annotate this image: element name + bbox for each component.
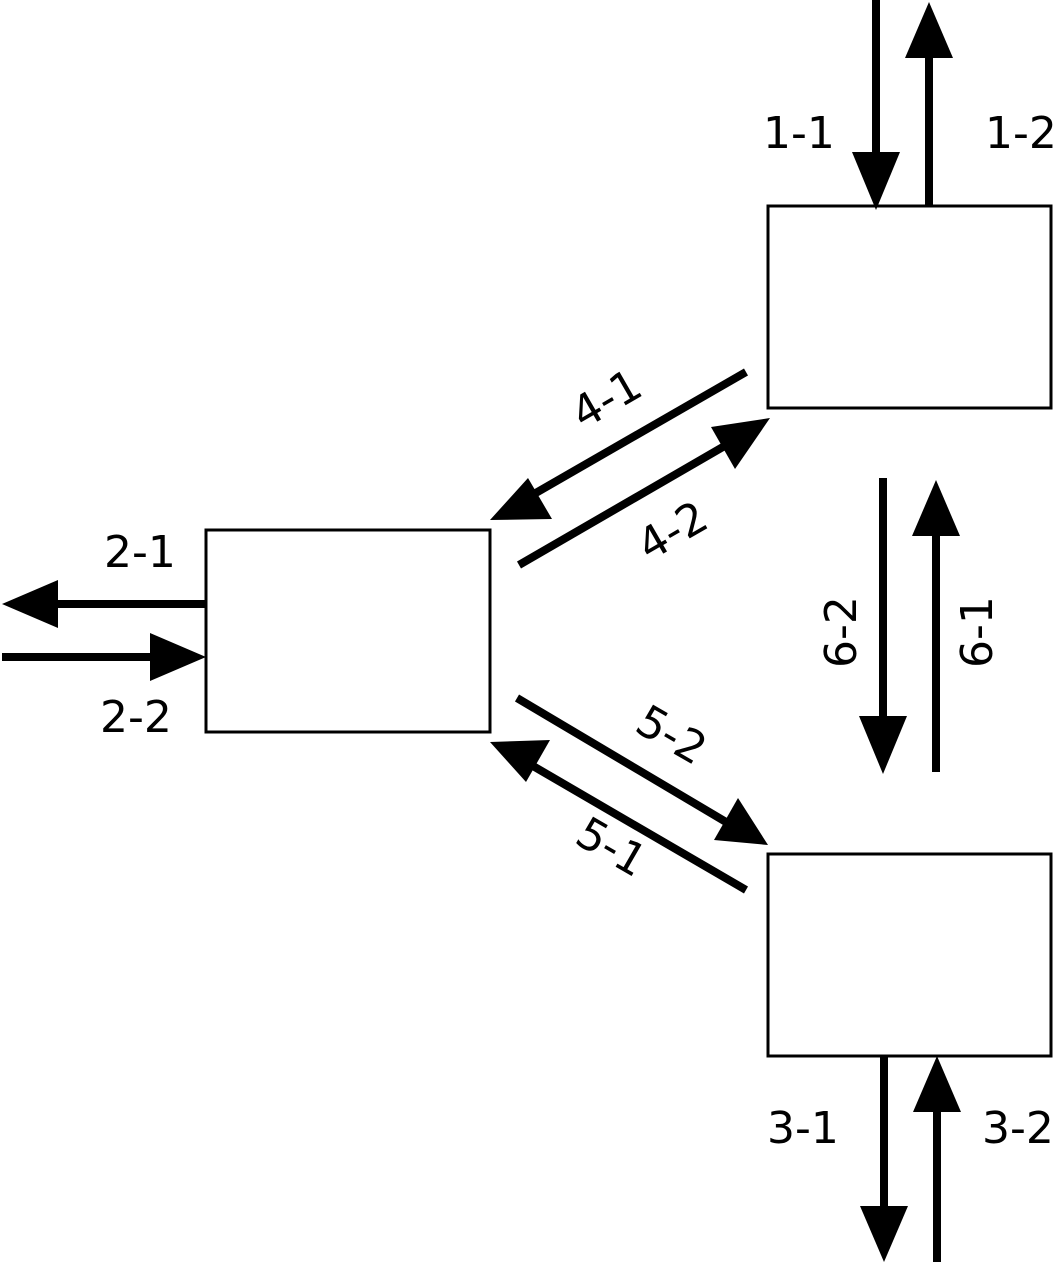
label-1-2: 1-2 (985, 108, 1053, 159)
arrow-3-2 (913, 1056, 961, 1262)
label-5-1: 5-1 (567, 807, 655, 887)
arrow-6-1 (912, 480, 960, 772)
bottom-right-box (766, 852, 1053, 1058)
arrow-6-2 (859, 478, 907, 774)
arrow-4-2 (516, 418, 770, 569)
label-5-2: 5-2 (627, 695, 715, 775)
arrow-2-2 (2, 633, 206, 681)
label-4-2: 4-2 (629, 491, 717, 571)
label-2-1: 2-1 (104, 527, 176, 578)
left-box (204, 528, 492, 734)
label-6-1: 6-1 (952, 596, 1003, 668)
top-right-box (766, 204, 1053, 410)
arrow-4-1 (490, 368, 748, 520)
label-4-1: 4-1 (563, 359, 651, 439)
arrow-5-1 (490, 740, 749, 894)
label-3-1: 3-1 (767, 1103, 839, 1154)
arrow-1-1 (852, 0, 900, 210)
label-3-2: 3-2 (982, 1103, 1053, 1154)
label-2-2: 2-2 (100, 692, 172, 743)
arrow-3-1 (860, 1056, 908, 1262)
arrow-5-2 (514, 694, 768, 845)
arrow-2-1 (2, 580, 206, 628)
arrow-1-2 (905, 2, 953, 206)
label-1-1: 1-1 (763, 108, 835, 159)
label-6-2: 6-2 (816, 596, 867, 668)
